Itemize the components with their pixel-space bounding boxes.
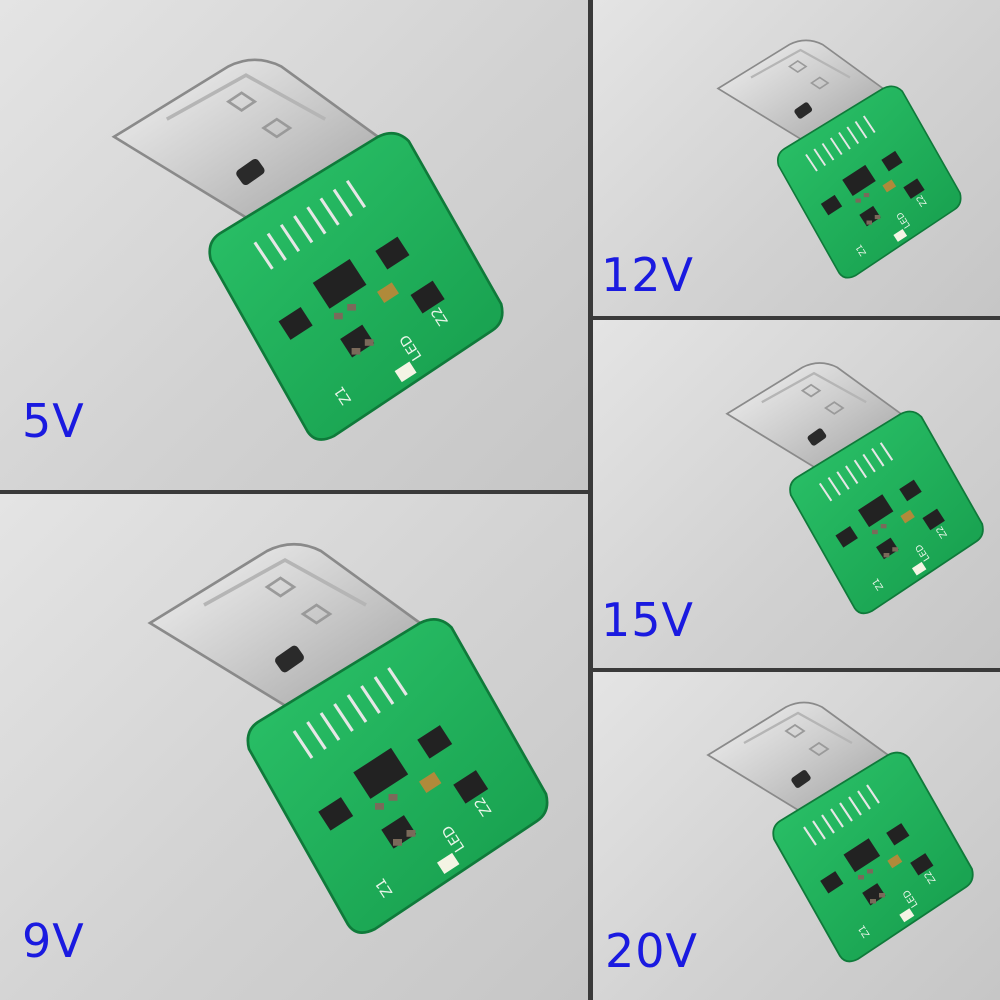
divider-right-horizontal-1 (593, 316, 1000, 320)
board-panel-5v: LED Z2 Z1 5V (0, 0, 588, 490)
silk-z2: Z2 (922, 869, 938, 886)
voltage-label: 5V (22, 394, 85, 448)
divider-left-horizontal (0, 490, 588, 494)
silk-z2: Z2 (934, 524, 950, 540)
board-panel-15v: LED Z2 Z1 15V (593, 320, 1000, 668)
pcb-board-icon: LED Z2 Z1 (70, 40, 510, 480)
voltage-label: 9V (22, 914, 85, 968)
silk-z1: Z1 (373, 875, 397, 900)
pcb-board-icon: LED Z2 Z1 (716, 39, 963, 280)
voltage-label: 20V (605, 924, 699, 978)
board-panel-9v: LED Z2 Z1 9V (0, 494, 588, 1000)
silk-z1: Z1 (856, 923, 872, 940)
silk-z1: Z1 (331, 383, 355, 407)
silk-z1: Z1 (870, 576, 886, 592)
pcb-board-icon: LED Z2 Z1 (105, 514, 555, 984)
pcb-board-icon: LED Z2 Z1 (706, 701, 975, 963)
silk-z2: Z2 (428, 304, 452, 328)
voltage-label: 12V (601, 248, 695, 302)
silk-z2: Z2 (915, 193, 930, 208)
divider-vertical (588, 0, 593, 1000)
silk-z1: Z1 (854, 242, 869, 257)
board-panel-20v: LED Z2 Z1 20V (593, 672, 1000, 1000)
silk-z2: Z2 (472, 794, 496, 819)
board-panel-12v: LED Z2 Z1 12V (593, 0, 1000, 316)
divider-right-horizontal-2 (593, 668, 1000, 672)
voltage-label: 15V (601, 593, 695, 647)
pcb-board-icon: LED Z2 Z1 (725, 361, 985, 615)
